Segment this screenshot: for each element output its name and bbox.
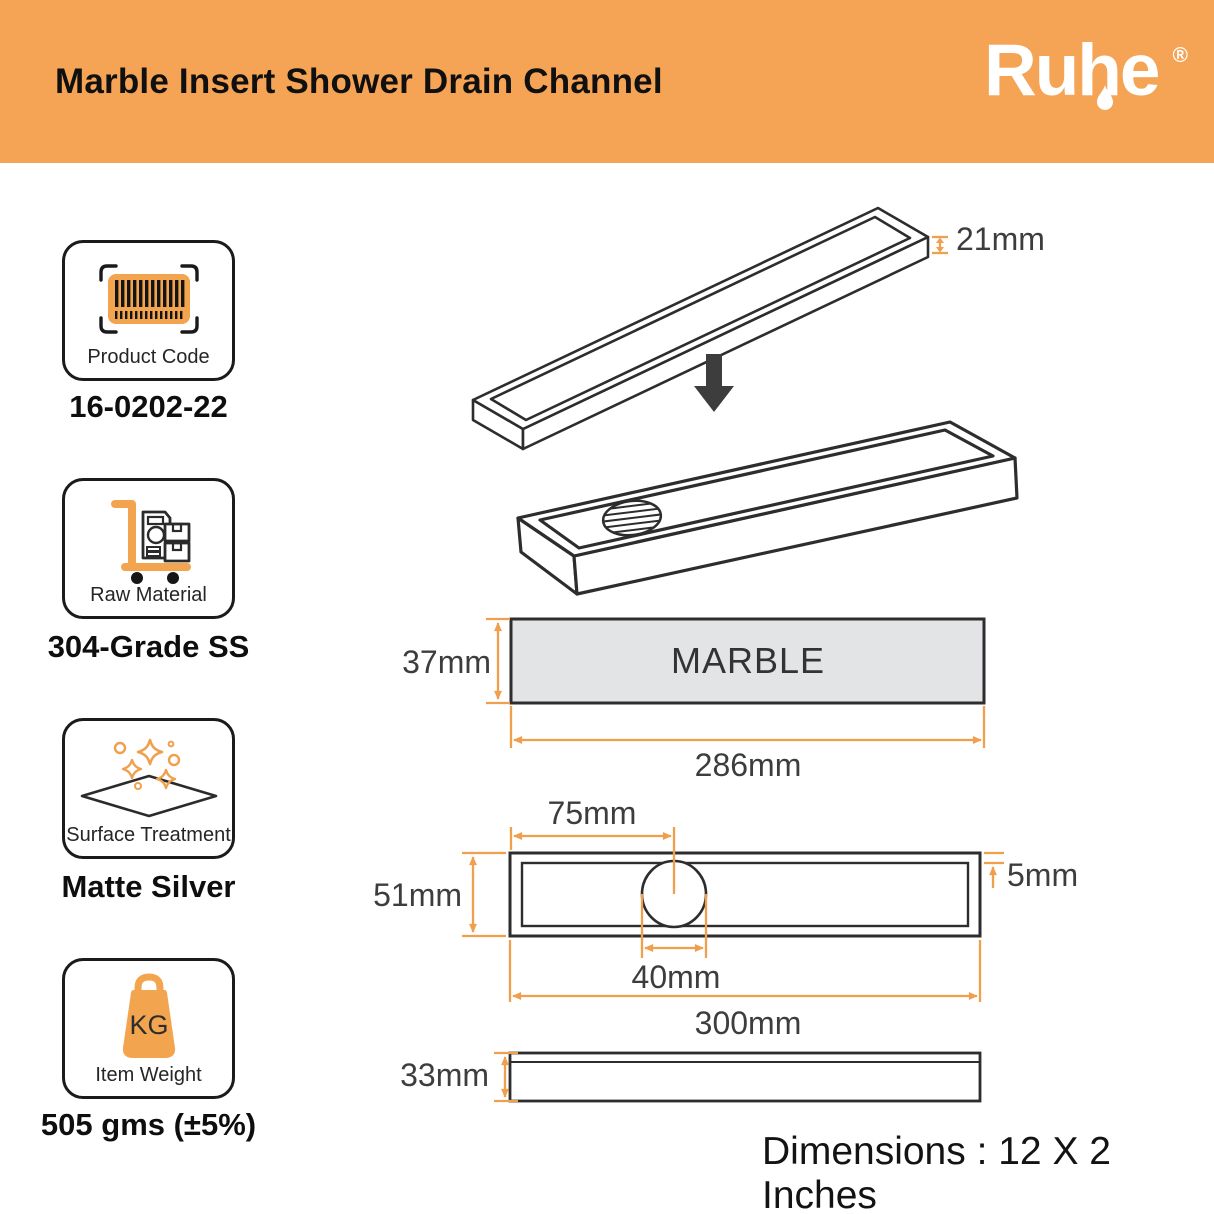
spec-label: Surface Treatment (66, 824, 231, 846)
channel-profile-view: 33mm (400, 1051, 982, 1103)
dim-label-286mm: 286mm (695, 747, 802, 783)
overall-dimensions-text: Dimensions : 12 X 2 Inches (762, 1130, 1112, 1214)
spec-label: Item Weight (95, 1064, 202, 1086)
weight-bag-icon: KG (122, 973, 175, 1058)
header-banner: Marble Insert Shower Drain Channel Ruhe® (0, 0, 1214, 163)
product-code-value: 16-0202-22 (69, 389, 228, 424)
trolley-icon (110, 500, 191, 584)
water-drop-icon (1097, 84, 1113, 110)
frame-tray-drawing (471, 206, 930, 451)
raw-material-value: 304-Grade SS (47, 629, 250, 664)
dim-label-75mm: 75mm (548, 795, 637, 831)
page-title: Marble Insert Shower Drain Channel (55, 61, 663, 101)
brand-logo: Ruhe® (984, 34, 1188, 126)
kg-badge-text: KG (129, 1010, 168, 1040)
drain-tray-drawing (516, 420, 1019, 596)
dim-label-5mm: 5mm (1007, 857, 1078, 893)
dim-label-300mm: 300mm (695, 1005, 802, 1041)
spec-label: Raw Material (90, 584, 207, 606)
dim-label-51mm: 51mm (373, 877, 462, 913)
drain-hole-icon (601, 499, 663, 537)
down-arrow-icon (694, 354, 734, 412)
spec-card-surface-treatment: Surface Treatment (62, 718, 235, 859)
spec-card-raw-material: Raw Material (62, 478, 235, 619)
dim-label-21mm: 21mm (956, 221, 1045, 257)
marble-side-view: MARBLE 37mm 286mm (402, 617, 986, 783)
barcode-icon (98, 264, 199, 334)
channel-top-view: 75mm 51mm 5mm 40mm 300mm (373, 795, 1078, 1041)
spec-label: Product Code (87, 346, 210, 368)
dim-label-33mm: 33mm (400, 1057, 489, 1093)
registered-mark: ® (1172, 44, 1188, 67)
spec-card-product-code: Product Code (62, 240, 235, 381)
dim-rim-height: 21mm (932, 221, 1045, 257)
dim-label-37mm: 37mm (402, 644, 491, 680)
brand-name: Ruhe (984, 30, 1160, 111)
dim-label-40mm: 40mm (632, 959, 721, 995)
surface-treatment-value: Matte Silver (61, 869, 236, 904)
sparkle-diamond-icon (80, 738, 217, 818)
marble-label: MARBLE (671, 640, 825, 681)
item-weight-value: 505 gms (±5%) (40, 1107, 257, 1142)
spec-card-item-weight: KG Item Weight (62, 958, 235, 1099)
